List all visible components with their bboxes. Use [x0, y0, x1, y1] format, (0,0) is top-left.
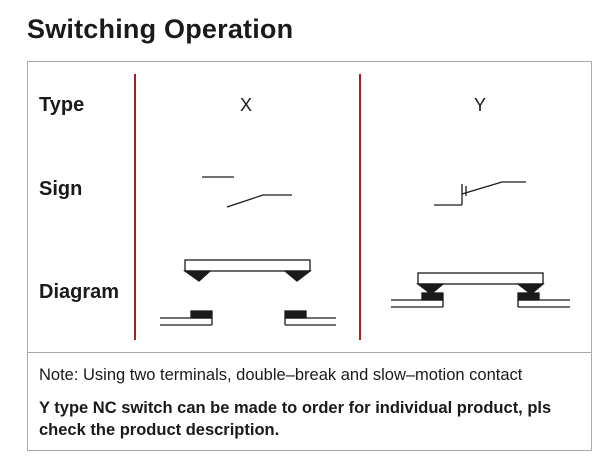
page-title: Switching Operation: [27, 14, 294, 44]
note-text: Note: Using two terminals, double–break …: [39, 366, 523, 384]
diagram-x: [160, 259, 336, 326]
row-label-diagram: Diagram: [39, 281, 120, 303]
column-divider-2: [359, 74, 361, 340]
sign-y-symbol: [434, 181, 526, 206]
column-divider-1: [134, 74, 136, 340]
column-head-y: Y: [474, 95, 487, 115]
sign-x-symbol: [202, 176, 292, 208]
note-separator: [27, 352, 592, 353]
row-label-type: Type: [39, 94, 85, 116]
row-label-sign: Sign: [39, 178, 83, 200]
table-frame: [27, 61, 592, 451]
note-bold-text: Y type NC switch can be made to order fo…: [39, 399, 552, 439]
column-head-x: X: [240, 95, 253, 115]
diagram-y: [391, 272, 570, 308]
